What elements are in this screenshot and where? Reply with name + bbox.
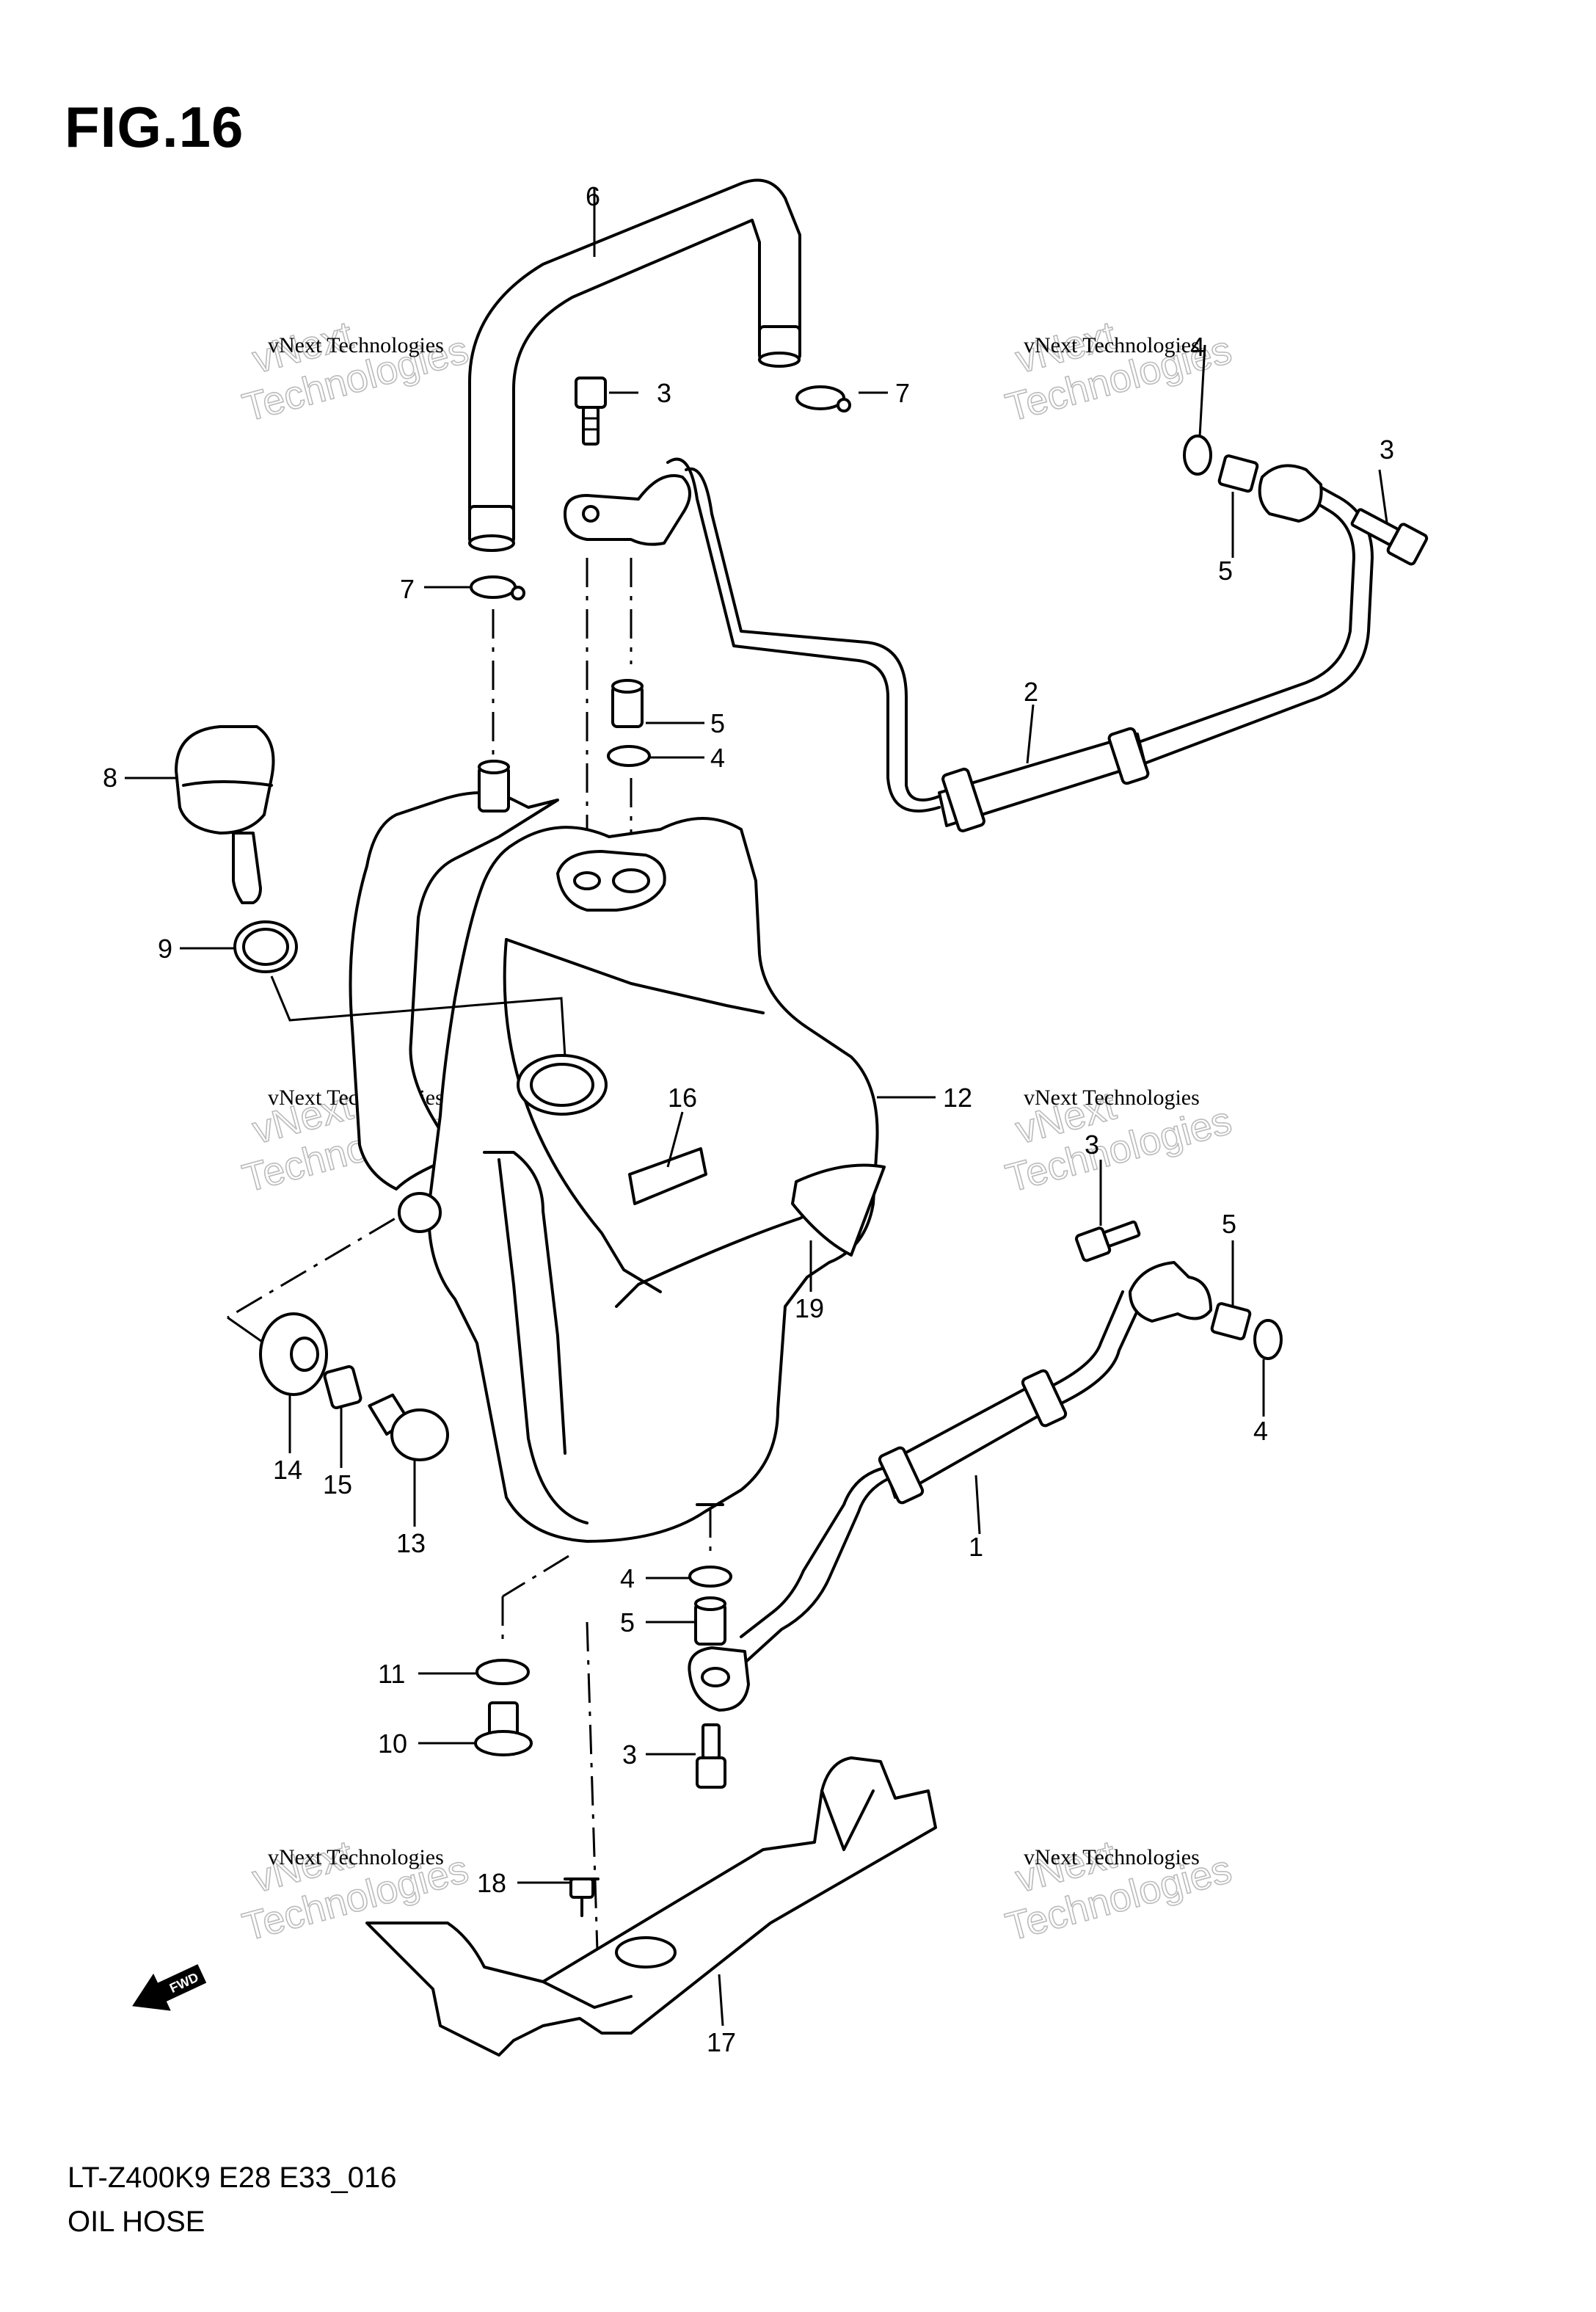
hose-clip-part-7 [795,385,851,412]
protector-part-17 [365,1756,937,2057]
watermark-text: vNext Technologies [1024,1845,1200,1869]
oil-hose-part-1 [688,1261,1212,1712]
watermark-text: vNext Technologies [268,333,444,357]
watermark: vNext Technologies [1001,1832,1237,1950]
clip-part-18 [564,1877,600,1917]
callout-15: 15 [323,1469,352,1499]
callout-10: 10 [378,1728,407,1759]
callout-2: 2 [1024,677,1038,707]
banjo-bolt-part-3 [575,377,607,446]
callout-7: 7 [895,378,910,408]
spacer-part-5 [1217,454,1259,493]
breather-hose-part-6 [468,178,801,552]
callout-4: 4 [620,1563,635,1593]
watermark-text: vNext Technologies [268,1845,444,1869]
callout-5: 5 [1218,556,1233,586]
o-ring-part-9 [233,920,298,973]
gasket-part-4 [1253,1319,1283,1360]
diagram-name: OIL HOSE [68,2206,205,2238]
watermark-text: vNext Technologies [1024,1086,1200,1110]
callout-3: 3 [1380,435,1394,465]
gasket-part-4 [1183,435,1212,476]
callout-18: 18 [477,1868,506,1898]
oil-cap-part-8 [175,725,275,904]
callout-13: 13 [396,1528,426,1558]
callout-5: 5 [1222,1209,1236,1239]
banjo-bolt-part-3 [1074,1220,1141,1262]
callout-5: 5 [710,708,725,738]
banjo-bolt-part-3 [696,1723,726,1789]
spacer-part-5 [1210,1302,1252,1341]
callout-4: 4 [1190,332,1205,362]
grommet-part-14 [259,1312,328,1396]
banjo-bolt-part-3 [1350,508,1429,566]
diagram-code: LT-Z400K9 E28 E33_016 [68,2162,397,2194]
callout-14: 14 [273,1455,302,1485]
washer-part-11 [475,1659,530,1685]
callout-4: 4 [710,743,725,773]
callout-4: 4 [1253,1416,1268,1446]
watermark-text: vNext Technologies [1024,333,1200,357]
callout-5: 5 [620,1607,635,1637]
callout-7: 7 [400,574,415,604]
callout-17: 17 [707,2027,736,2057]
spacer-part-5 [694,1596,726,1646]
drain-bolt-part-10 [474,1701,533,1756]
gasket-part-4 [607,745,651,767]
callout-3: 3 [1085,1130,1099,1160]
assembly-line [270,975,566,1058]
collar-part-15 [323,1365,362,1409]
gasket-part-4 [688,1566,732,1588]
callout-11: 11 [378,1659,405,1689]
watermark: vNext Technologies [1001,1083,1237,1202]
watermark: vNext Technologies [238,313,474,431]
callout-12: 12 [943,1083,972,1113]
callout-6: 6 [586,181,600,211]
callout-16: 16 [668,1083,697,1113]
callout-9: 9 [158,934,172,964]
bolt-part-13 [368,1393,449,1461]
callout-19: 19 [795,1293,824,1323]
callout-3: 3 [657,378,671,408]
oil-hose-part-2 [564,457,1374,833]
callout-3: 3 [622,1740,637,1770]
spacer-part-5 [611,679,644,728]
fwd-arrow-icon: FWD [132,1964,207,2011]
hose-clip-part-7 [470,575,525,600]
callout-8: 8 [103,763,117,793]
callout-1: 1 [969,1532,983,1562]
figure-title: FIG.16 [65,95,244,159]
